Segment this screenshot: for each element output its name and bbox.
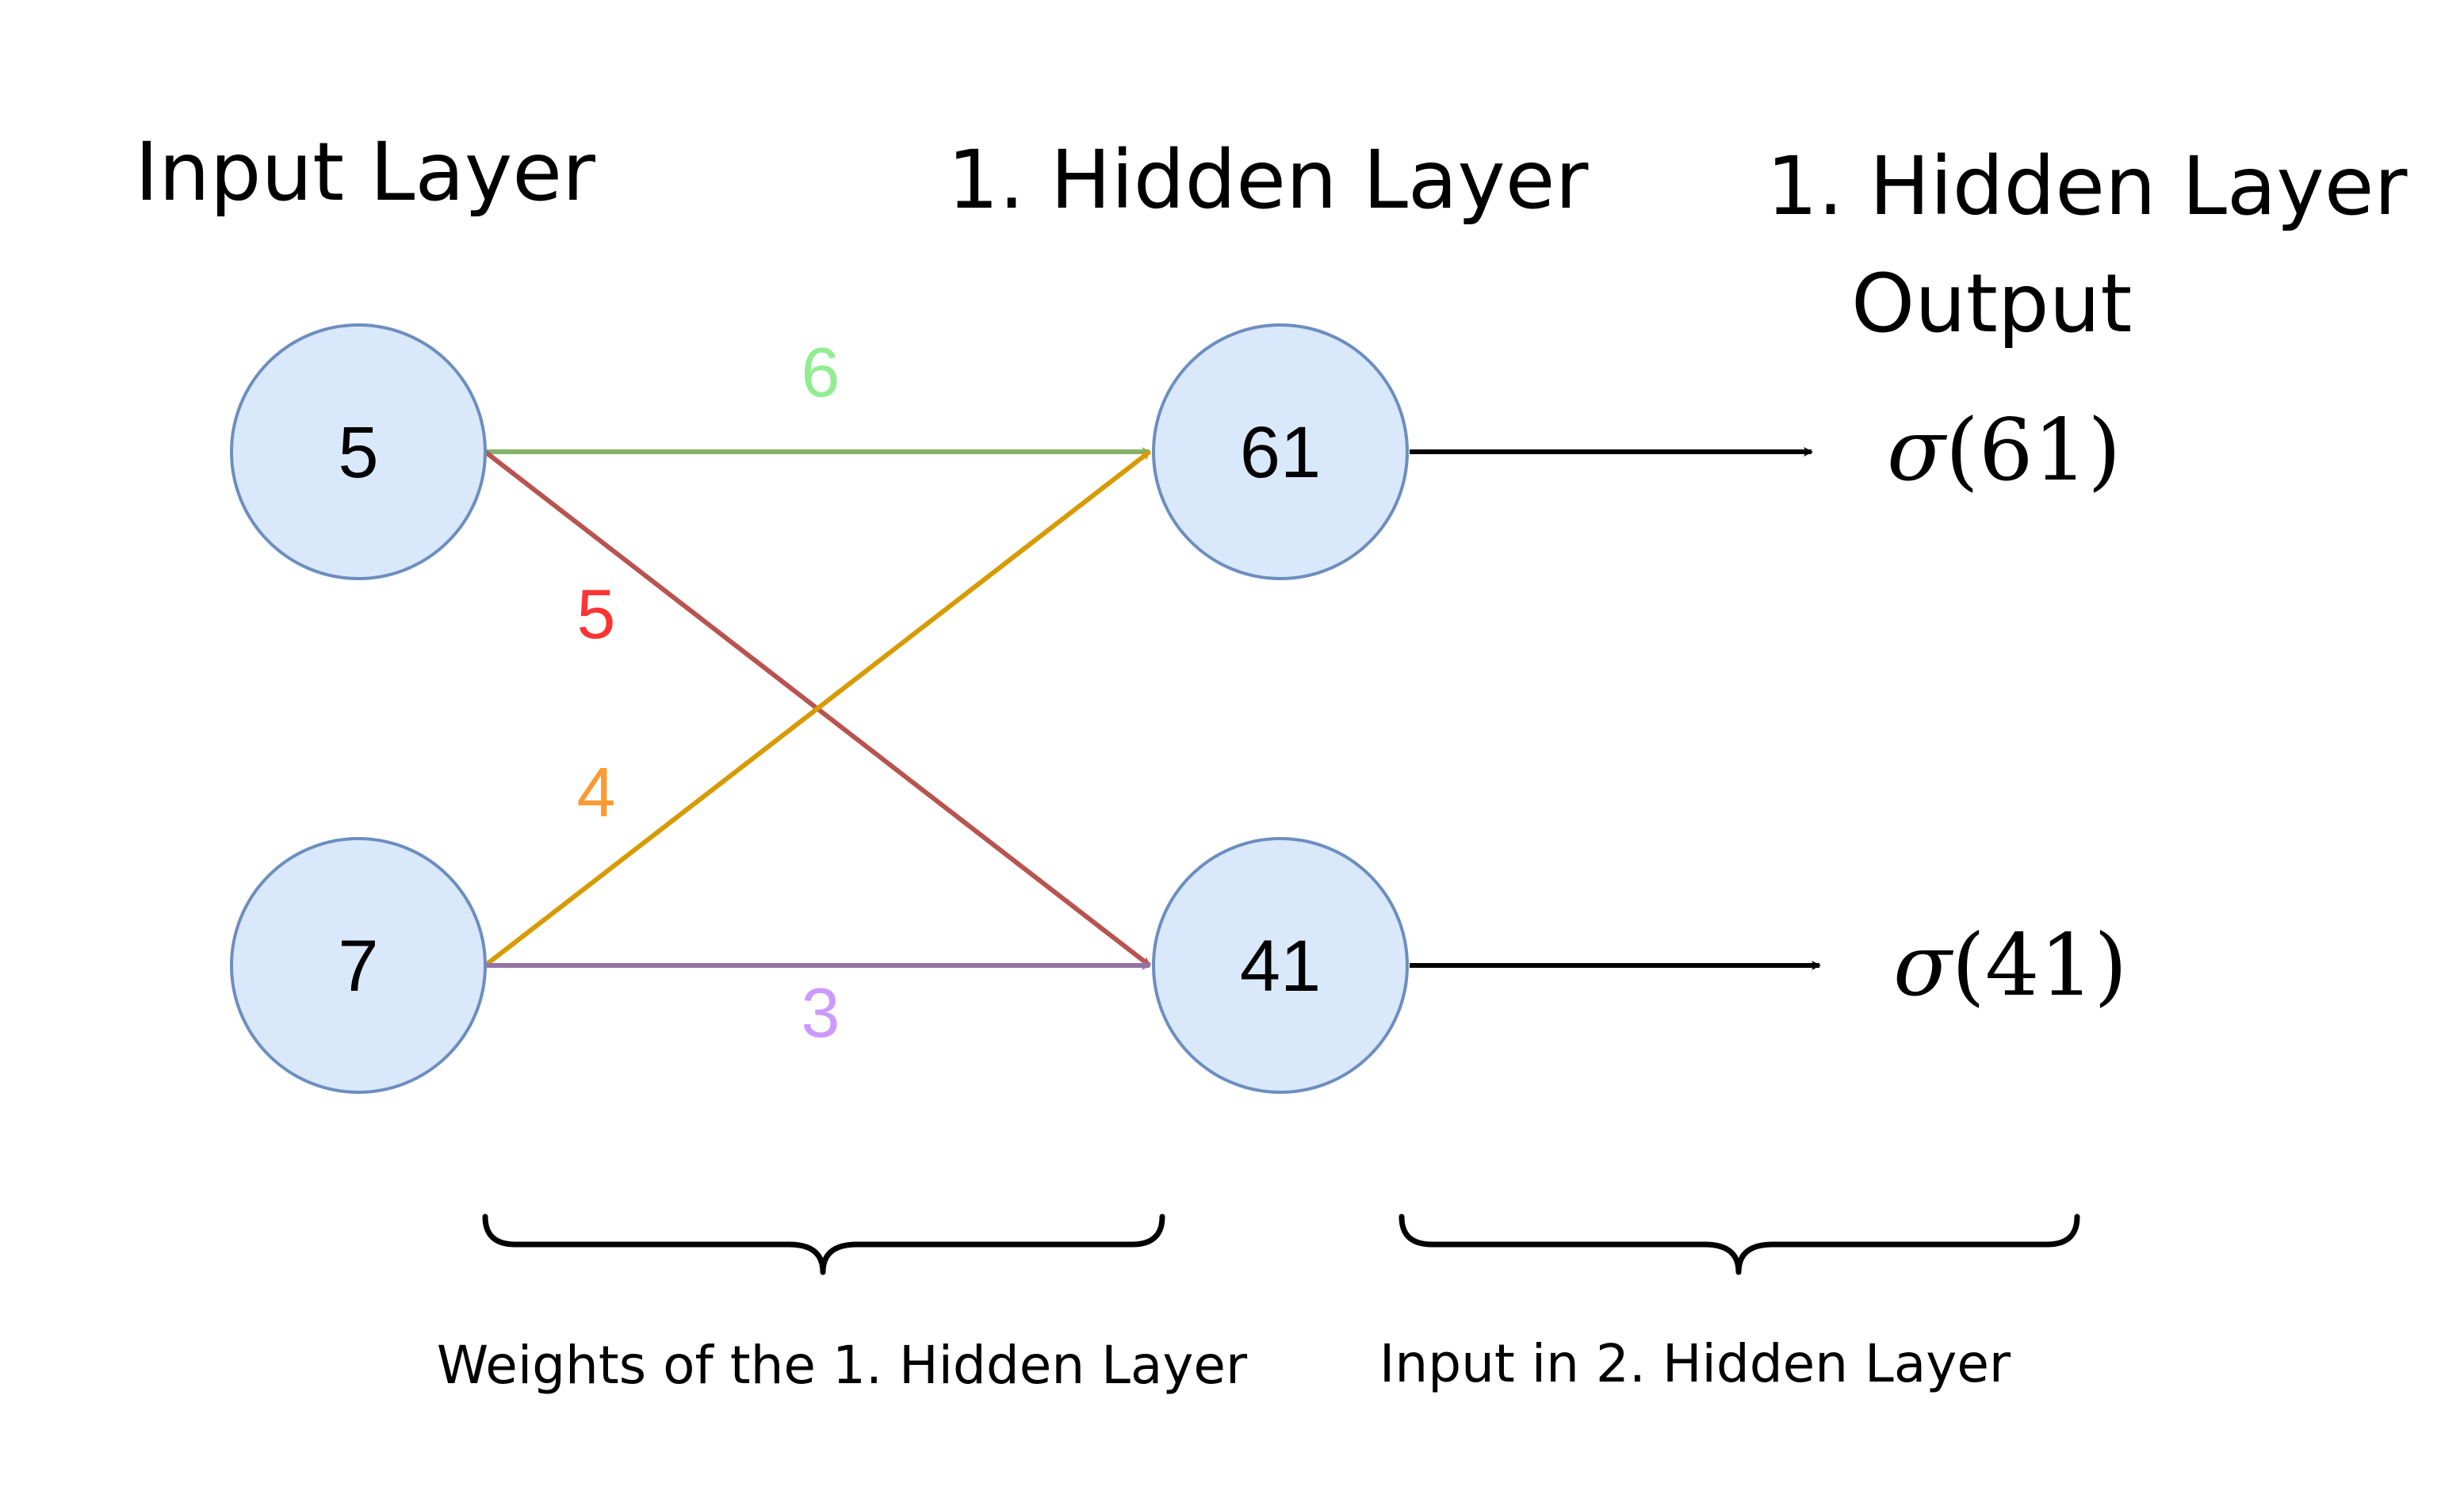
hidden-node-bottom: 41 <box>1152 837 1409 1094</box>
hidden-layer-heading: 1. Hidden Layer <box>947 133 1589 227</box>
output-bottom-sigma: σ <box>1893 916 1954 1015</box>
hidden-node-top-label: 61 <box>1240 412 1321 493</box>
input-node-top: 5 <box>230 323 487 580</box>
input-next-caption: Input in 2. Hidden Layer <box>1379 1333 2011 1394</box>
weight-bottom-to-bottom: 3 <box>802 973 840 1052</box>
weight-bottom-to-top: 4 <box>577 753 616 831</box>
input-node-bottom: 7 <box>230 837 487 1094</box>
output-top-value: (61) <box>1946 401 2122 500</box>
hidden-output-heading-line2: Output <box>1851 257 2132 351</box>
hidden-node-bottom-label: 41 <box>1240 926 1321 1007</box>
weight-top-to-bottom: 5 <box>577 575 616 653</box>
output-bottom: σ(41) <box>1893 916 2127 1015</box>
input-next-brace <box>1398 1214 2080 1275</box>
output-top-sigma: σ <box>1887 401 1948 500</box>
weight-top-to-top: 6 <box>802 333 840 411</box>
edge-bottom-to-top <box>484 449 1151 968</box>
hidden-output-heading-line1: 1. Hidden Layer <box>1766 140 2408 234</box>
input-node-top-label: 5 <box>338 412 378 493</box>
input-node-bottom-label: 7 <box>338 926 378 1007</box>
output-bottom-value: (41) <box>1952 916 2128 1015</box>
output-top: σ(61) <box>1887 401 2121 500</box>
weights-brace <box>482 1214 1165 1275</box>
weights-caption: Weights of the 1. Hidden Layer <box>437 1335 1248 1396</box>
hidden-node-top: 61 <box>1152 323 1409 580</box>
input-layer-heading: Input Layer <box>135 125 595 220</box>
